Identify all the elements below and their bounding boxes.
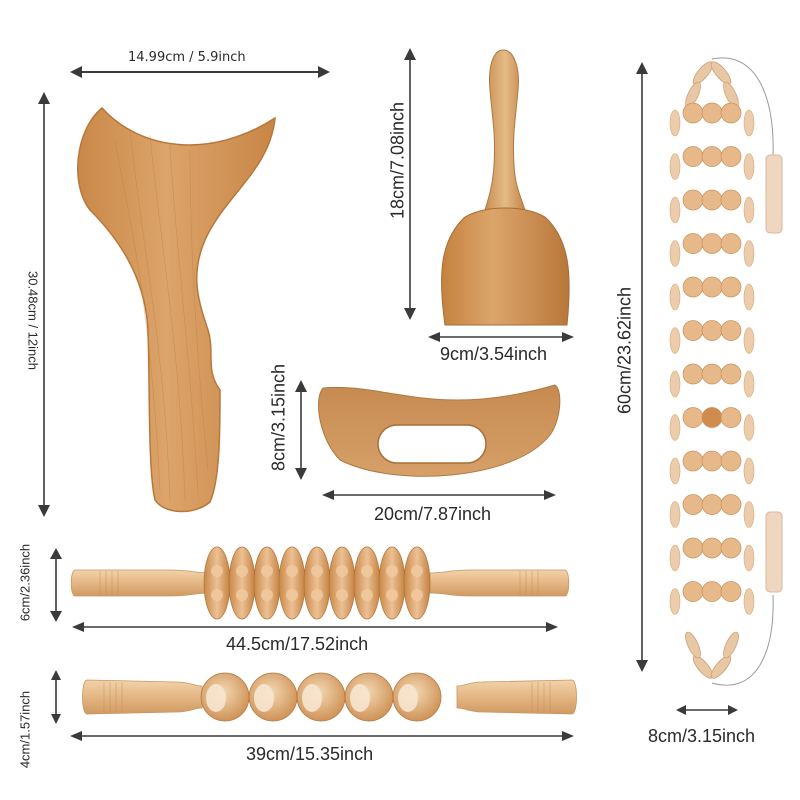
- ball-stick-height-label: 4cm/1.57inch: [17, 690, 33, 769]
- double-arrow-vertical-icon: [404, 48, 416, 320]
- double-arrow-vertical-icon: [636, 62, 648, 672]
- ball-stick-height-dimension: [50, 670, 62, 724]
- board-width-dimension: [322, 488, 556, 502]
- massage-cup-image: [441, 49, 570, 326]
- double-arrow-horizontal-icon: [70, 731, 574, 741]
- paddle-width-label: 14.99cm / 5.9inch: [128, 50, 246, 65]
- double-arrow-horizontal-icon: [428, 332, 574, 342]
- roller-height-label: 6cm/2.36inch: [17, 543, 33, 622]
- double-arrow-vertical-icon: [50, 548, 62, 622]
- cup-width-label: 9cm/3.54inch: [440, 344, 548, 364]
- double-arrow-vertical-icon: [295, 380, 307, 480]
- rope-height-dimension: [634, 62, 650, 672]
- y-paddle-image: [77, 106, 276, 513]
- cup-width-dimension: [428, 330, 574, 344]
- paddle-height-dimension: [36, 92, 52, 517]
- roller-width-label: 44.5cm/17.52inch: [226, 634, 369, 654]
- double-arrow-horizontal-icon: [322, 490, 556, 500]
- rope-handle-top: [765, 154, 783, 234]
- paddle-height-label: 30.48cm / 12inch: [25, 270, 41, 370]
- back-bead-rope-image: [669, 57, 783, 686]
- ball-roller-stick-image: [82, 672, 577, 722]
- double-arrow-horizontal-icon: [676, 705, 738, 715]
- board-height-label: 8cm/3.15inch: [268, 363, 289, 472]
- double-arrow-vertical-icon: [51, 670, 61, 724]
- curved-board-image: [317, 384, 561, 477]
- double-arrow-horizontal-icon: [70, 66, 330, 78]
- cup-height-label: 18cm/7.08inch: [387, 101, 408, 220]
- paddle-width-dimension: [70, 62, 330, 82]
- cup-height-dimension: [402, 48, 418, 320]
- rope-height-label: 60cm/23.62inch: [614, 286, 635, 415]
- rope-width-label: 8cm/3.15inch: [648, 726, 756, 746]
- wheel-roller-stick-image: [70, 546, 570, 620]
- roller-width-dimension: [72, 620, 558, 634]
- rope-width-dimension: [676, 703, 738, 715]
- board-width-label: 20cm/7.87inch: [374, 504, 492, 524]
- double-arrow-horizontal-icon: [72, 622, 558, 632]
- double-arrow-vertical-icon: [38, 92, 50, 517]
- board-height-dimension: [294, 380, 308, 480]
- rope-handle-bottom: [765, 511, 783, 593]
- ball-stick-width-dimension: [70, 729, 574, 743]
- ball-stick-width-label: 39cm/15.35inch: [246, 744, 374, 764]
- roller-height-dimension: [49, 548, 63, 622]
